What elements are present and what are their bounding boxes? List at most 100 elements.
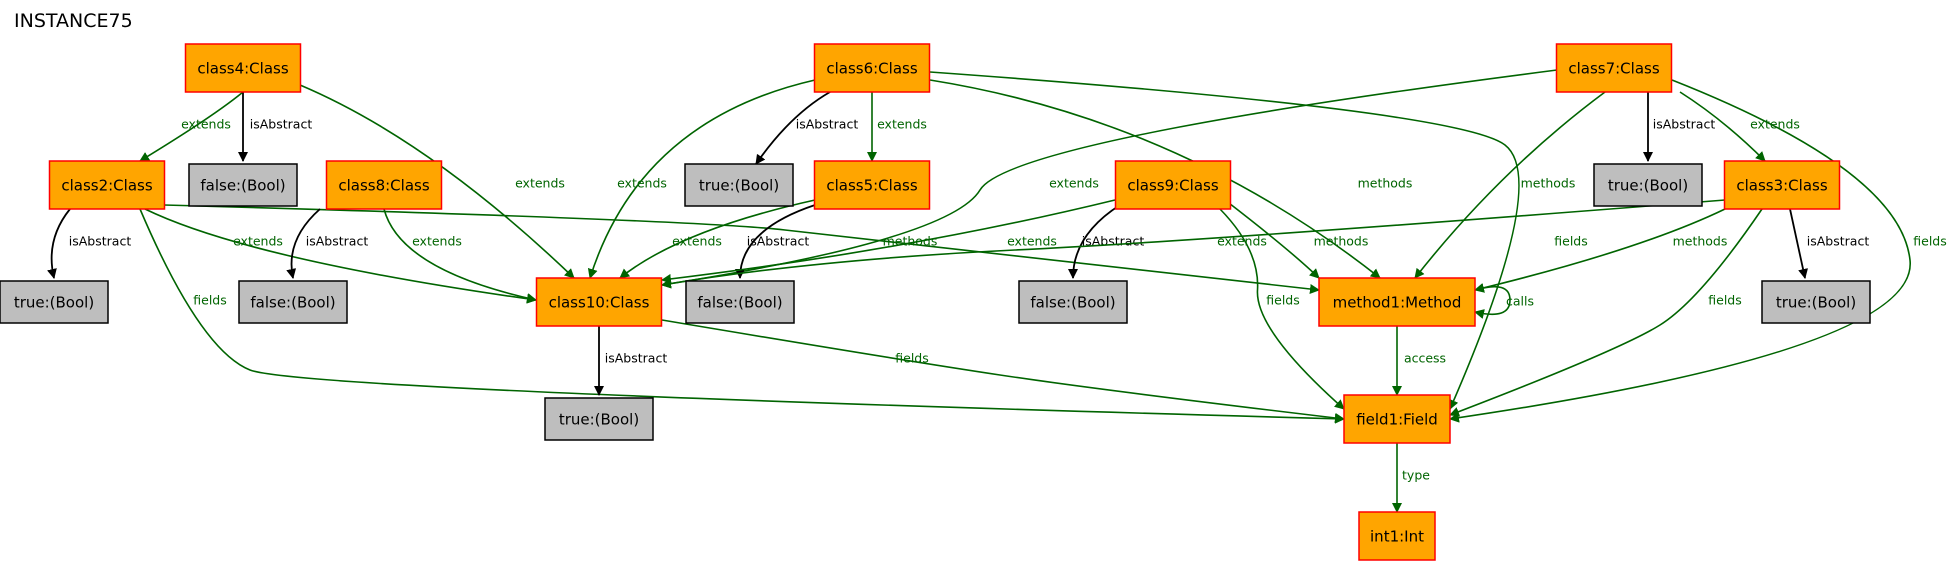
edge-line: [1474, 208, 1726, 293]
edge-line: [139, 91, 244, 162]
value-node-box: [544, 397, 654, 441]
edge-class10-fields-field1: fields: [661, 319, 1345, 423]
edge-label: extends: [1750, 117, 1800, 132]
edge-class7-methods-method1: methods: [1414, 91, 1606, 279]
edge-class7-isAbstract-true7: isAbstract: [1643, 92, 1715, 162]
node-field1[interactable]: field1:Field: [1343, 394, 1451, 444]
edge-line: [286, 208, 321, 279]
edge-label: access: [1404, 351, 1446, 366]
class-node-box: [813, 43, 931, 93]
edge-class2-fields-field1: fields: [139, 208, 1345, 424]
edge-label: type: [1402, 468, 1430, 483]
edge-line: [1414, 91, 1606, 279]
edge-label: fields: [1913, 234, 1946, 249]
edge-class6-extends-class10: extends: [587, 79, 816, 279]
edge-label: extends: [515, 176, 565, 191]
edge-label: extends: [412, 234, 462, 249]
class-node-box: [1723, 160, 1841, 210]
edge-label: methods: [1358, 176, 1413, 191]
edge-line: [755, 91, 831, 165]
node-label: class7:Class: [1568, 60, 1659, 78]
node-class5[interactable]: class5:Class: [813, 160, 931, 210]
node-label: false:(Bool): [200, 177, 285, 195]
edge-class6-isAbstract-true6: isAbstract: [755, 91, 858, 165]
edge-label: isAbstract: [605, 351, 668, 366]
edge-class4-extends-class2: extends: [139, 91, 244, 162]
node-label: true:(Bool): [1608, 177, 1688, 195]
edge-label: extends: [1049, 176, 1099, 191]
node-true3[interactable]: true:(Bool): [1761, 280, 1871, 324]
edge-class5-extends-class10: extends: [619, 199, 816, 279]
node-class9[interactable]: class9:Class: [1114, 160, 1232, 210]
node-class2[interactable]: class2:Class: [48, 160, 166, 210]
edge-line: [139, 208, 1345, 424]
edge-method1-calls-method1: calls: [1474, 285, 1534, 319]
node-label: class8:Class: [338, 177, 429, 195]
edge-line: [587, 79, 816, 279]
edge-class4-isAbstract-false4: isAbstract: [238, 92, 312, 162]
edge-line: [144, 208, 537, 304]
value-node-box: [684, 163, 794, 207]
node-true10[interactable]: true:(Bool): [544, 397, 654, 441]
node-false9[interactable]: false:(Bool): [1018, 280, 1128, 324]
edge-label: isAbstract: [306, 234, 369, 249]
edge-line: [383, 208, 537, 303]
node-label: true:(Bool): [699, 177, 779, 195]
node-true7[interactable]: true:(Bool): [1593, 163, 1703, 207]
class-node-box: [48, 160, 166, 210]
edge-line: [619, 199, 816, 279]
class-node-box: [1318, 277, 1476, 327]
node-label: class5:Class: [826, 177, 917, 195]
class-node-box: [1343, 394, 1451, 444]
value-node-box: [685, 280, 795, 324]
edge-label: extends: [1007, 234, 1057, 249]
class-node-box: [535, 277, 663, 327]
value-node-box: [0, 280, 109, 324]
class-node-box: [325, 160, 443, 210]
edge-class3-extends-class10: extends: [661, 199, 1726, 289]
node-label: field1:Field: [1356, 411, 1438, 429]
edge-class3-fields-field1: fields: [1449, 208, 1763, 417]
edge-class9-methods-method1: methods: [1224, 199, 1368, 279]
value-node-box: [1761, 280, 1871, 324]
edge-line: [163, 204, 1320, 294]
node-label: method1:Method: [1333, 294, 1462, 312]
node-label: true:(Bool): [559, 411, 639, 429]
node-false4[interactable]: false:(Bool): [188, 163, 298, 207]
node-true2[interactable]: true:(Bool): [0, 280, 109, 324]
class-node-box: [813, 160, 931, 210]
node-false8[interactable]: false:(Bool): [238, 280, 348, 324]
edge-method1-access-field1: access: [1392, 326, 1446, 396]
node-false5[interactable]: false:(Bool): [685, 280, 795, 324]
node-class8[interactable]: class8:Class: [325, 160, 443, 210]
edge-label: extends: [181, 117, 231, 132]
edge-line: [661, 69, 1558, 289]
edge-class6-fields-field1: fields: [929, 71, 1588, 410]
node-method1[interactable]: method1:Method: [1318, 277, 1476, 327]
edge-line: [735, 204, 816, 279]
edge-class7-fields-field1: fields: [1449, 79, 1947, 423]
node-label: true:(Bool): [14, 294, 94, 312]
edge-label: isAbstract: [1807, 234, 1870, 249]
node-class10[interactable]: class10:Class: [535, 277, 663, 327]
node-class6[interactable]: class6:Class: [813, 43, 931, 93]
edge-label: extends: [1217, 234, 1267, 249]
class-node-box: [1358, 511, 1436, 561]
edge-class8-isAbstract-false8: isAbstract: [286, 208, 369, 279]
node-class3[interactable]: class3:Class: [1723, 160, 1841, 210]
edge-label: fields: [193, 293, 226, 308]
edge-label: extends: [672, 234, 722, 249]
node-class7[interactable]: class7:Class: [1555, 43, 1673, 93]
edge-label: fields: [1708, 293, 1741, 308]
edge-line: [1449, 79, 1911, 423]
edge-label: calls: [1506, 294, 1534, 309]
node-int1[interactable]: int1:Int: [1358, 511, 1436, 561]
edge-line: [1219, 208, 1345, 410]
edge-class9-fields-field1: fields: [1219, 208, 1345, 410]
node-true6[interactable]: true:(Bool): [684, 163, 794, 207]
edge-label: fields: [895, 351, 928, 366]
node-class4[interactable]: class4:Class: [184, 43, 302, 93]
edge-class3-methods-method1: methods: [1474, 208, 1727, 293]
edge-line: [1679, 91, 1766, 162]
